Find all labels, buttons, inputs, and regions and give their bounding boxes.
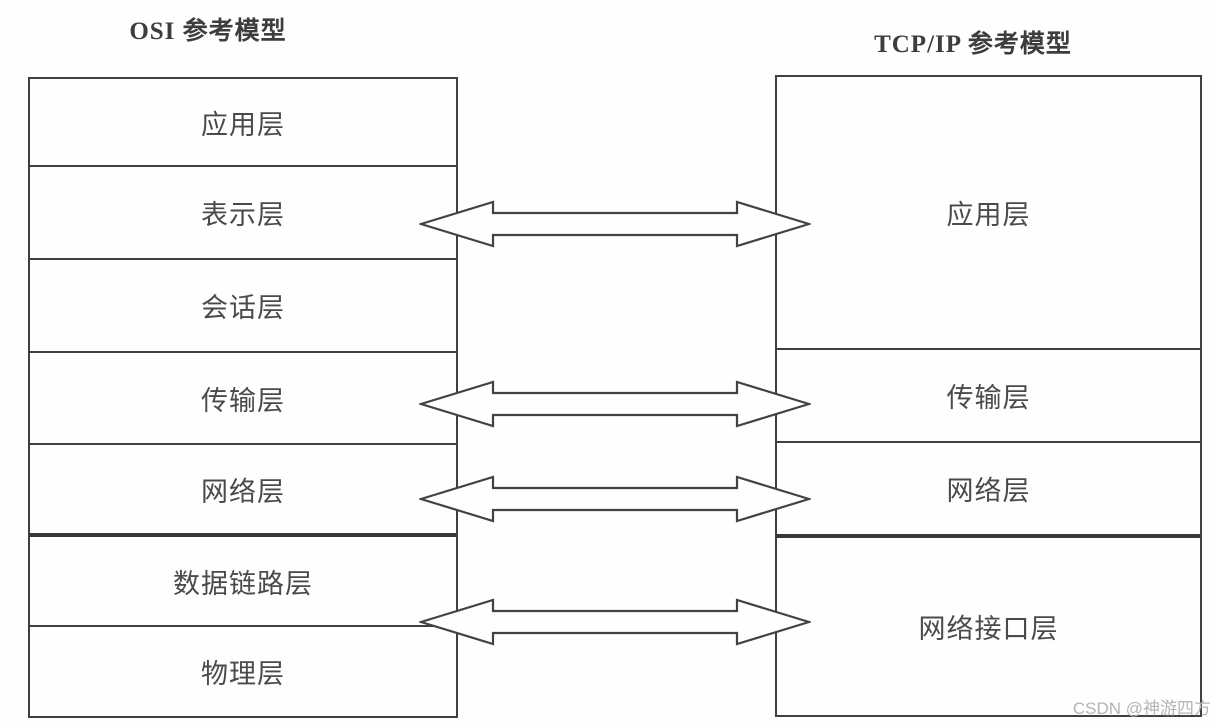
tcpip-layer-application: 应用层 [777,77,1200,348]
tcpip-layer-transport: 传输层 [777,348,1200,441]
osi-layer-transport: 传输层 [30,351,456,443]
osi-layer-session: 会话层 [30,258,456,351]
layer-label: 传输层 [201,385,285,416]
osi-layer-datalink: 数据链路层 [30,533,456,625]
osi-layer-network: 网络层 [30,443,456,533]
layer-label: 数据链路层 [173,568,313,599]
osi-layer-presentation: 表示层 [30,165,456,258]
osi-model-title: OSI 参考模型 [129,18,287,45]
tcpip-model-title: TCP/IP 参考模型 [874,31,1072,58]
double-arrow-icon-datalink-networkinterface [419,598,811,646]
tcpip-layer-stack: 应用层 传输层 网络层 网络接口层 [775,75,1202,717]
layer-label: 物理层 [201,659,285,689]
osi-layer-application: 应用层 [30,79,456,165]
osi-layer-physical: 物理层 [30,625,456,716]
layer-label: 网络接口层 [918,614,1059,644]
osi-layer-stack: 应用层 表示层 会话层 传输层 网络层 数据链路层 物理层 [28,77,458,718]
layer-label: 应用层 [201,109,285,140]
csdn-watermark: CSDN @神游四方 [1072,699,1211,718]
layer-label: 网络层 [946,476,1031,506]
layer-label: 表示层 [201,200,285,230]
double-arrow-icon-presentation-application [419,200,811,248]
layer-label: 网络层 [201,476,285,507]
layer-label: 会话层 [201,293,285,323]
tcpip-layer-network-interface: 网络接口层 [777,534,1200,715]
layer-label: 应用层 [946,200,1031,230]
layer-label: 传输层 [946,383,1031,413]
double-arrow-icon-network-network [419,475,811,523]
tcpip-layer-network: 网络层 [777,441,1200,534]
double-arrow-icon-transport-transport [419,380,811,428]
